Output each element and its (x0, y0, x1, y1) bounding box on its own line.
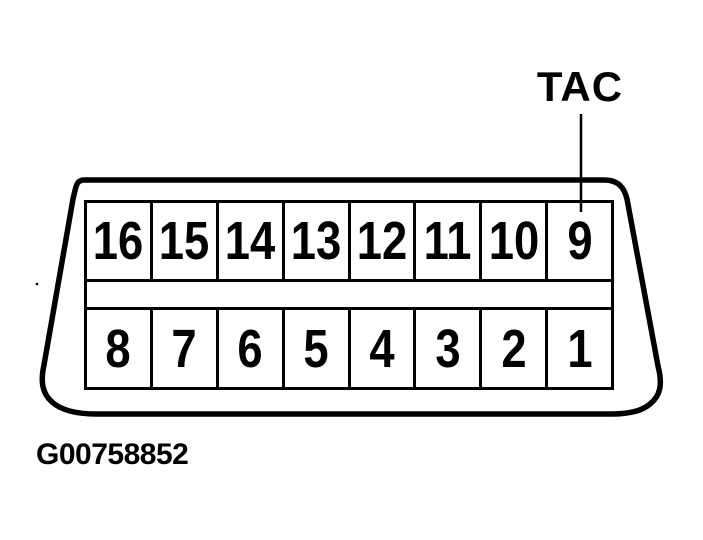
pin-cell-11: 11 (416, 203, 483, 279)
pin-row-divider (87, 282, 611, 310)
pin-row-top: 16 15 14 13 12 11 10 9 (87, 203, 611, 282)
pin-number: 8 (105, 318, 132, 379)
pin-cell-3: 3 (416, 310, 483, 387)
scan-artifact-dot (35, 282, 39, 286)
pin-cell-12: 12 (351, 203, 417, 279)
pin-cell-14: 14 (219, 203, 285, 279)
pin-number: 15 (159, 211, 210, 271)
figure-id: G00758852 (36, 438, 189, 471)
pin-number: 12 (356, 211, 408, 271)
pin-number: 13 (290, 211, 342, 271)
pin-cell-13: 13 (285, 203, 351, 279)
pin-cell-1: 1 (548, 310, 611, 387)
pin-cell-16: 16 (87, 203, 153, 279)
pin-number: 14 (224, 211, 276, 271)
pin-cell-9: 9 (548, 203, 611, 279)
pin-number: 16 (93, 211, 144, 271)
connector-pin-grid: 16 15 14 13 12 11 10 9 8 7 6 5 4 3 2 1 (84, 200, 614, 390)
pin-cell-10: 10 (482, 203, 549, 279)
pin-number: 9 (566, 211, 593, 271)
pin-number: 10 (488, 211, 539, 271)
pin-number: 4 (369, 318, 395, 379)
pin-number: 7 (171, 318, 197, 379)
pin-number: 3 (435, 318, 461, 379)
pin-cell-8: 8 (87, 310, 153, 387)
pin-number: 5 (303, 318, 329, 379)
pin-cell-15: 15 (153, 203, 219, 279)
tac-label: TAC (536, 63, 624, 110)
pin-row-bottom: 8 7 6 5 4 3 2 1 (87, 310, 611, 387)
pin-cell-2: 2 (482, 310, 549, 387)
pin-number: 2 (501, 318, 527, 379)
pin-number: 1 (566, 318, 593, 379)
pin-cell-5: 5 (285, 310, 351, 387)
pin-number: 11 (423, 211, 472, 271)
pin-cell-7: 7 (153, 310, 219, 387)
pin-cell-4: 4 (351, 310, 417, 387)
pin-number: 6 (237, 318, 263, 379)
pin-cell-6: 6 (219, 310, 285, 387)
connector-housing-outline (39, 177, 664, 417)
